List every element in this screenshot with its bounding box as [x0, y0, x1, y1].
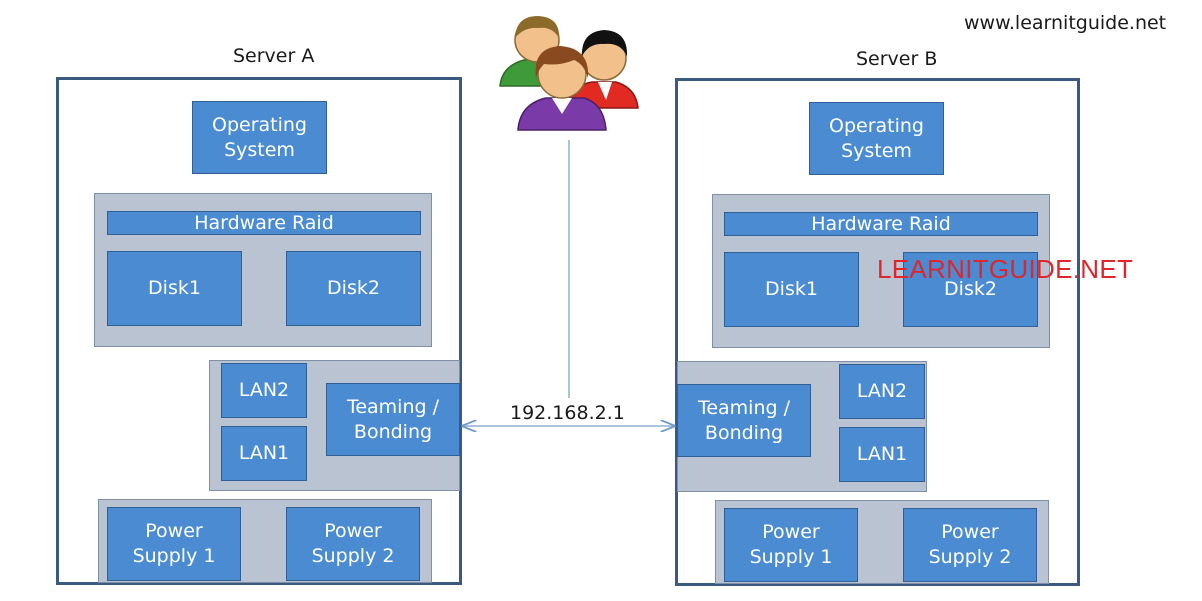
- users-group-icon: [499, 16, 639, 131]
- server-b-title: Server B: [856, 48, 938, 70]
- server-b-disk1: Disk1: [724, 252, 859, 327]
- server-b-lan2: LAN2: [839, 364, 925, 419]
- server-b-operating-system: Operating System: [809, 102, 944, 175]
- server-a-hardware-raid: Hardware Raid: [107, 211, 421, 235]
- server-b-teaming-bonding: Teaming / Bonding: [677, 384, 811, 457]
- server-a-lan1: LAN1: [221, 426, 307, 481]
- ip-address-label: 192.168.2.1: [510, 402, 625, 424]
- server-a-lan2: LAN2: [221, 363, 307, 418]
- server-a-power-supply-2: Power Supply 2: [286, 507, 420, 581]
- server-b-disk2: Disk2: [903, 252, 1038, 327]
- red-watermark-text: LEARNITGUIDE.NET: [877, 254, 1134, 284]
- server-b-lan1: LAN1: [839, 427, 925, 482]
- server-a-disk1: Disk1: [107, 251, 242, 326]
- server-a-disk2: Disk2: [286, 251, 421, 326]
- server-a-teaming-bonding: Teaming / Bonding: [326, 383, 460, 456]
- server-a-power-supply-1: Power Supply 1: [107, 507, 241, 581]
- server-b-power-supply-1: Power Supply 1: [724, 508, 858, 582]
- server-a-operating-system: Operating System: [192, 101, 327, 174]
- server-a-title: Server A: [233, 45, 315, 67]
- server-b-hardware-raid: Hardware Raid: [724, 212, 1038, 236]
- server-b-power-supply-2: Power Supply 2: [903, 508, 1037, 582]
- site-url: www.learnitguide.net: [964, 12, 1167, 34]
